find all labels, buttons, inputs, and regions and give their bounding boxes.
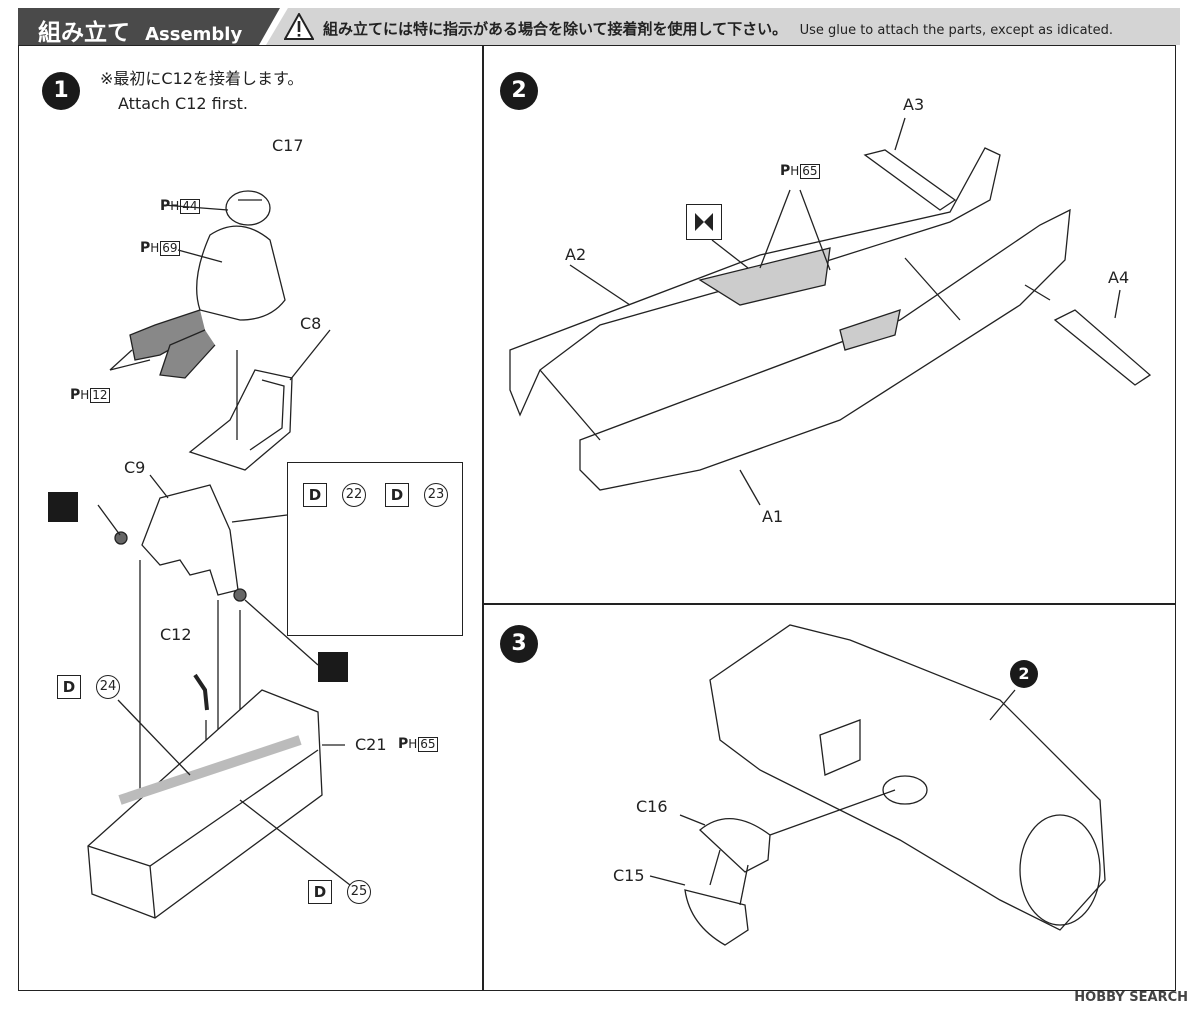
no-glue-symbol <box>695 213 713 231</box>
paint-p: P <box>780 163 791 179</box>
instruction-frame <box>18 45 1176 991</box>
section-title: 組み立て Assembly <box>38 13 242 47</box>
paint-p: P <box>160 198 171 214</box>
paint-p: P <box>398 736 409 752</box>
paint-sub: H <box>790 164 800 178</box>
paint-sub: H <box>170 199 180 213</box>
seat-c8-drawing <box>188 329 331 471</box>
step1-note-jp: ※最初にC12を接着します。 <box>100 69 304 88</box>
decal-badge-24: D <box>57 675 81 699</box>
label-c12: C12 <box>160 625 192 644</box>
fuselage-a1-drawing <box>539 208 1071 506</box>
decal-number-23: 23 <box>424 483 448 507</box>
paint-p: P <box>140 240 151 256</box>
fuselage-a2-drawing <box>509 147 1001 417</box>
step-ref-2: 2 <box>1010 660 1038 688</box>
step-number-1: 1 <box>42 72 80 110</box>
decal-number-25: 25 <box>347 880 371 904</box>
glue-free-icon <box>48 492 78 522</box>
warning-icon <box>284 13 314 40</box>
label-c21: C21 <box>355 735 387 754</box>
fuselage-nose-drawing <box>709 624 1106 931</box>
paint-sub: H <box>150 241 160 255</box>
step-number-2: 2 <box>500 72 538 110</box>
glue-free-icon <box>318 652 348 682</box>
panel-divider-vertical <box>482 45 484 991</box>
warning-en: Use glue to attach the parts, except as … <box>799 23 1114 38</box>
paint-sub: H <box>408 737 418 751</box>
paint-num: 65 <box>800 164 820 179</box>
paint-num: 44 <box>180 199 200 214</box>
paint-num: 12 <box>90 388 110 403</box>
step1-note: ※最初にC12を接着します。 Attach C12 first. <box>100 66 303 116</box>
paint-sub: H <box>80 388 90 402</box>
paint-p: P <box>70 387 81 403</box>
warning-jp: 組み立てには特に指示がある場合を除いて接着剤を使用して下さい。 <box>323 20 788 38</box>
decal-badge-23: D <box>385 483 409 507</box>
label-a1: A1 <box>762 507 784 526</box>
step-number-3: 3 <box>500 625 538 663</box>
label-c17: C17 <box>272 136 304 155</box>
watermark: HOBBY SEARCH <box>1074 990 1188 1005</box>
title-jp: 組み立て <box>38 20 130 46</box>
label-a2: A2 <box>565 245 587 264</box>
label-a3: A3 <box>903 95 925 114</box>
step1-note-en: Attach C12 first. <box>118 94 249 113</box>
label-c16: C16 <box>636 797 668 816</box>
decal-badge-22: D <box>303 483 327 507</box>
part-c9-drawing <box>97 474 319 666</box>
title-tab <box>18 8 280 45</box>
label-c9: C9 <box>124 458 146 477</box>
cockpit-tub-c21-drawing <box>87 689 351 919</box>
pilot-figure-drawing <box>109 190 286 379</box>
decal-badge-25: D <box>308 880 332 904</box>
warning-bar <box>266 8 1180 45</box>
label-a4: A4 <box>1108 268 1130 287</box>
warning-text: 組み立てには特に指示がある場合を除いて接着剤を使用して下さい。 Use glue… <box>323 18 1113 39</box>
canopy-c16-c15-drawing <box>649 789 896 946</box>
title-en: Assembly <box>145 24 243 45</box>
panel-divider-horizontal <box>482 603 1176 605</box>
no-glue-icon <box>686 204 722 240</box>
label-c15: C15 <box>613 866 645 885</box>
label-c8: C8 <box>300 314 322 333</box>
decal-number-22: 22 <box>342 483 366 507</box>
paint-num: 65 <box>418 737 438 752</box>
paint-num: 69 <box>160 241 180 256</box>
stabilizer-a4-drawing <box>1024 284 1152 386</box>
header-bar: 組み立て Assembly 組み立てには特に指示がある場合を除いて接着剤を使用し… <box>18 8 1180 47</box>
decal-number-24: 24 <box>96 675 120 699</box>
stabilizer-a3-drawing <box>863 117 957 211</box>
